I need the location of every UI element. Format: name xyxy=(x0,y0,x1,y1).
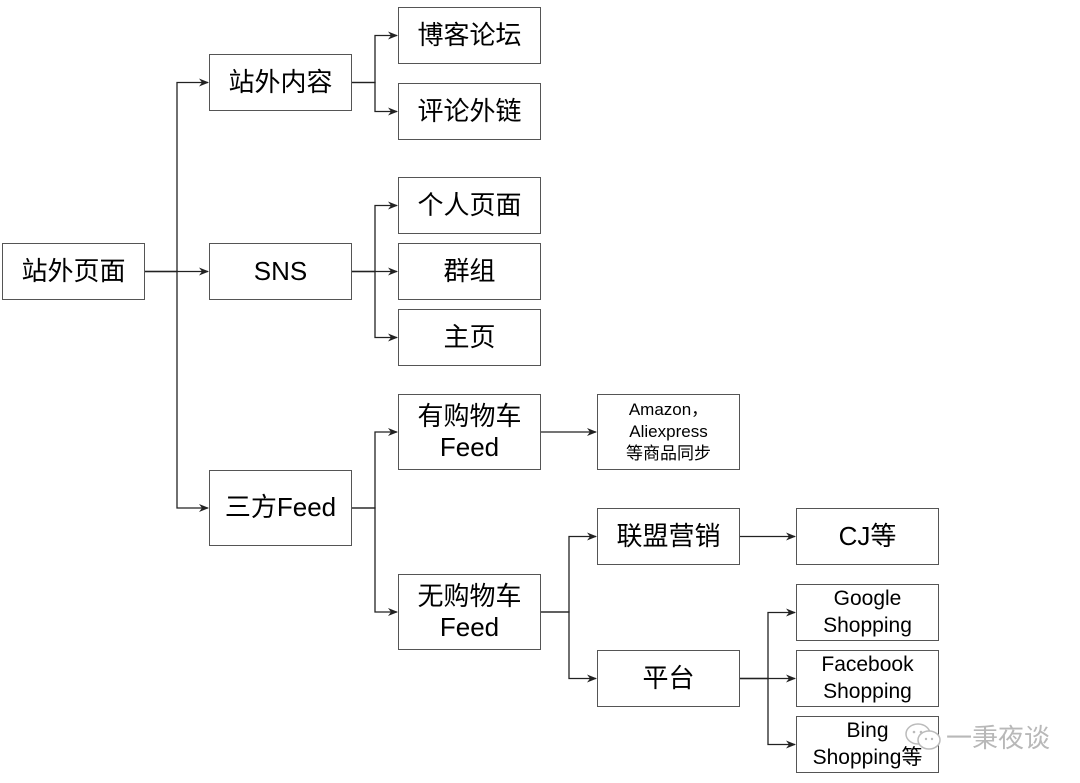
connector-third_party_feed-to-cart_feed xyxy=(352,428,398,509)
node-comment-links: 评论外链 xyxy=(398,83,541,140)
connector-no_cart_feed-to-affiliate xyxy=(541,532,597,613)
connector-root-to-third_party_feed xyxy=(145,270,209,512)
connector-no_cart_feed-to-platform xyxy=(541,611,597,683)
node-no-cart-feed: 无购物车 Feed xyxy=(398,574,541,650)
node-personal-page: 个人页面 xyxy=(398,177,541,234)
node-root: 站外页面 xyxy=(2,243,145,300)
node-affiliate: 联盟营销 xyxy=(597,508,740,565)
wechat-icon xyxy=(905,722,941,750)
connector-sns-to-homepage xyxy=(352,270,398,342)
connector-platform-to-google_shopping xyxy=(740,608,796,680)
node-group: 群组 xyxy=(398,243,541,300)
node-google-shopping: Google Shopping xyxy=(796,584,939,641)
node-facebook-shopping: Facebook Shopping xyxy=(796,650,939,707)
connector-platform-to-bing_shopping xyxy=(740,677,796,749)
connector-root-to-offsite_content xyxy=(145,78,209,273)
node-bing-shopping: Bing Shopping等 xyxy=(796,716,939,773)
connector-offsite_content-to-comment_links xyxy=(352,81,398,116)
node-platform: 平台 xyxy=(597,650,740,707)
node-cart-feed-sync: Amazon， Aliexpress 等商品同步 xyxy=(597,394,740,470)
watermark: 一秉夜谈 xyxy=(904,718,1050,755)
node-cart-feed: 有购物车 Feed xyxy=(398,394,541,470)
node-offsite-content: 站外内容 xyxy=(209,54,352,111)
node-sns: SNS xyxy=(209,243,352,300)
watermark-text: 一秉夜谈 xyxy=(946,723,1051,753)
node-homepage: 主页 xyxy=(398,309,541,366)
connector-sns-to-personal_page xyxy=(352,201,398,273)
node-blog-forum: 博客论坛 xyxy=(398,7,541,64)
connector-offsite_content-to-blog_forum xyxy=(352,31,398,84)
connector-third_party_feed-to-no_cart_feed xyxy=(352,507,398,616)
node-cj: CJ等 xyxy=(796,508,939,565)
node-third-party-feed: 三方Feed xyxy=(209,470,352,546)
